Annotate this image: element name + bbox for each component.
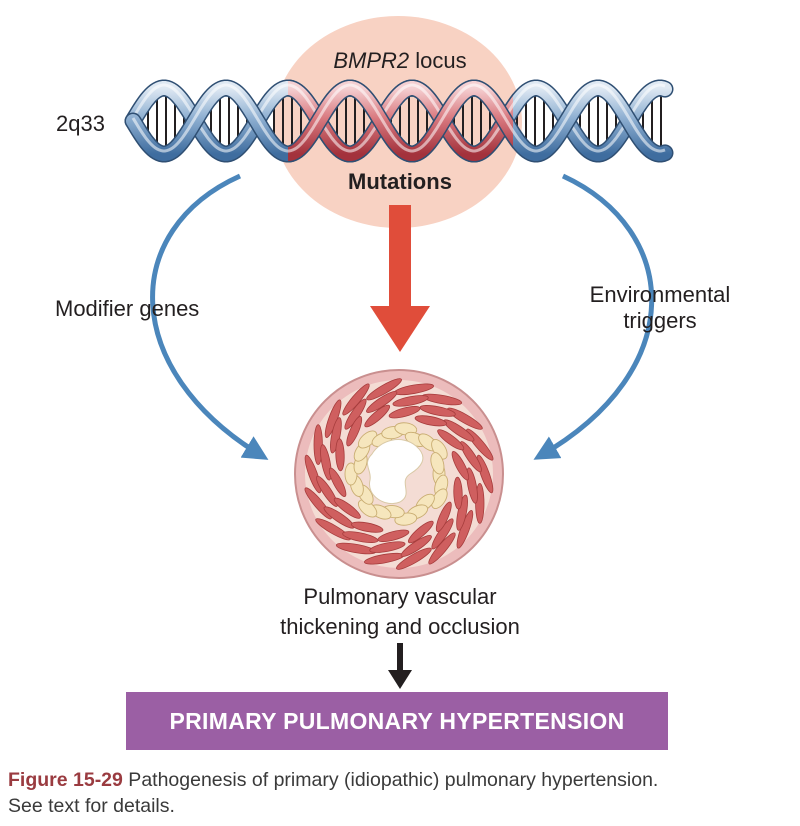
muscle-cell	[456, 494, 468, 531]
muscle-cell	[333, 497, 361, 519]
figure-caption: Figure 15-29 Pathogenesis of primary (id…	[8, 767, 798, 819]
muscle-cell	[460, 441, 482, 473]
locus-highlight-oval	[274, 16, 522, 228]
muscle-cell	[320, 444, 332, 481]
muscle-cell	[377, 529, 410, 542]
muscle-cell	[342, 383, 370, 416]
muscle-cell	[407, 520, 434, 544]
vessel-lumen	[367, 439, 424, 504]
caption-line-2: See text for details.	[8, 795, 175, 817]
muscle-cell	[304, 487, 332, 520]
modifier-genes-label: Modifier genes	[55, 296, 200, 321]
muscle-cell	[428, 532, 456, 565]
disease-banner-text: PRIMARY PULMONARY HYPERTENSION	[169, 708, 625, 734]
mutation-arrow	[370, 205, 430, 352]
locus-label: BMPR2 locus	[300, 48, 500, 74]
intimal-cell	[431, 488, 448, 509]
gene-name: BMPR2	[333, 48, 410, 73]
muscle-cell	[437, 429, 465, 451]
dna-mutation-region-back	[288, 79, 513, 163]
locus-suffix: locus	[409, 48, 467, 73]
muscle-cell	[466, 467, 478, 504]
chromosome-band: 2q33	[56, 111, 105, 136]
muscle-cell	[316, 475, 338, 507]
muscle-cell	[453, 476, 463, 510]
muscle-cell	[351, 521, 384, 533]
vessel-cross-section	[294, 369, 504, 579]
outcome-line-2: thickening and occlusion	[280, 614, 520, 639]
disease-banner: PRIMARY PULMONARY HYPERTENSION	[126, 692, 668, 750]
muscle-cell	[414, 415, 447, 427]
muscle-cell	[366, 391, 398, 413]
environmental-line-1: Environmental	[589, 282, 731, 307]
intimal-cell	[357, 430, 378, 449]
muscle-cell	[335, 438, 345, 472]
muscle-cell	[346, 416, 363, 447]
muscle-cell	[466, 428, 494, 461]
muscle-cell	[447, 407, 483, 430]
environmental-line-2: triggers	[623, 308, 697, 333]
smooth-muscle-layer	[304, 378, 494, 570]
caption-text-1: Pathogenesis of primary (idiopathic) pul…	[122, 769, 659, 791]
intimal-thickening	[344, 422, 449, 526]
environmental-triggers-arrow	[533, 173, 655, 460]
muscle-cell	[388, 406, 421, 419]
figure-number: Figure 15-29	[8, 769, 123, 791]
muscle-cell	[451, 451, 470, 481]
modifier-genes-arrow	[150, 173, 269, 460]
muscle-cell	[304, 454, 322, 494]
vascular-outcome-label: Pulmonary vascular thickening and occlus…	[240, 582, 560, 642]
muscle-cell	[400, 535, 432, 557]
muscle-cell	[328, 467, 347, 497]
intimal-cell	[430, 452, 445, 475]
dna-mutation-region-front	[288, 79, 513, 163]
outcome-line-1: Pulmonary vascular	[303, 584, 497, 609]
environmental-triggers-label: Environmental triggers	[560, 282, 760, 334]
muscle-cell	[315, 518, 351, 541]
muscle-cell	[330, 417, 342, 454]
muscle-cell	[364, 404, 391, 428]
muscle-cell	[396, 547, 432, 570]
muscle-cell	[476, 454, 494, 494]
outcome-arrow	[388, 643, 412, 689]
muscle-cell	[369, 541, 406, 553]
caption-line-1: Figure 15-29 Pathogenesis of primary (id…	[8, 767, 798, 793]
dna-double-helix	[124, 79, 674, 163]
muscle-cell	[435, 501, 452, 532]
mutations-label: Mutations	[348, 169, 452, 194]
muscle-cell	[392, 395, 429, 407]
muscle-cell	[366, 378, 402, 401]
